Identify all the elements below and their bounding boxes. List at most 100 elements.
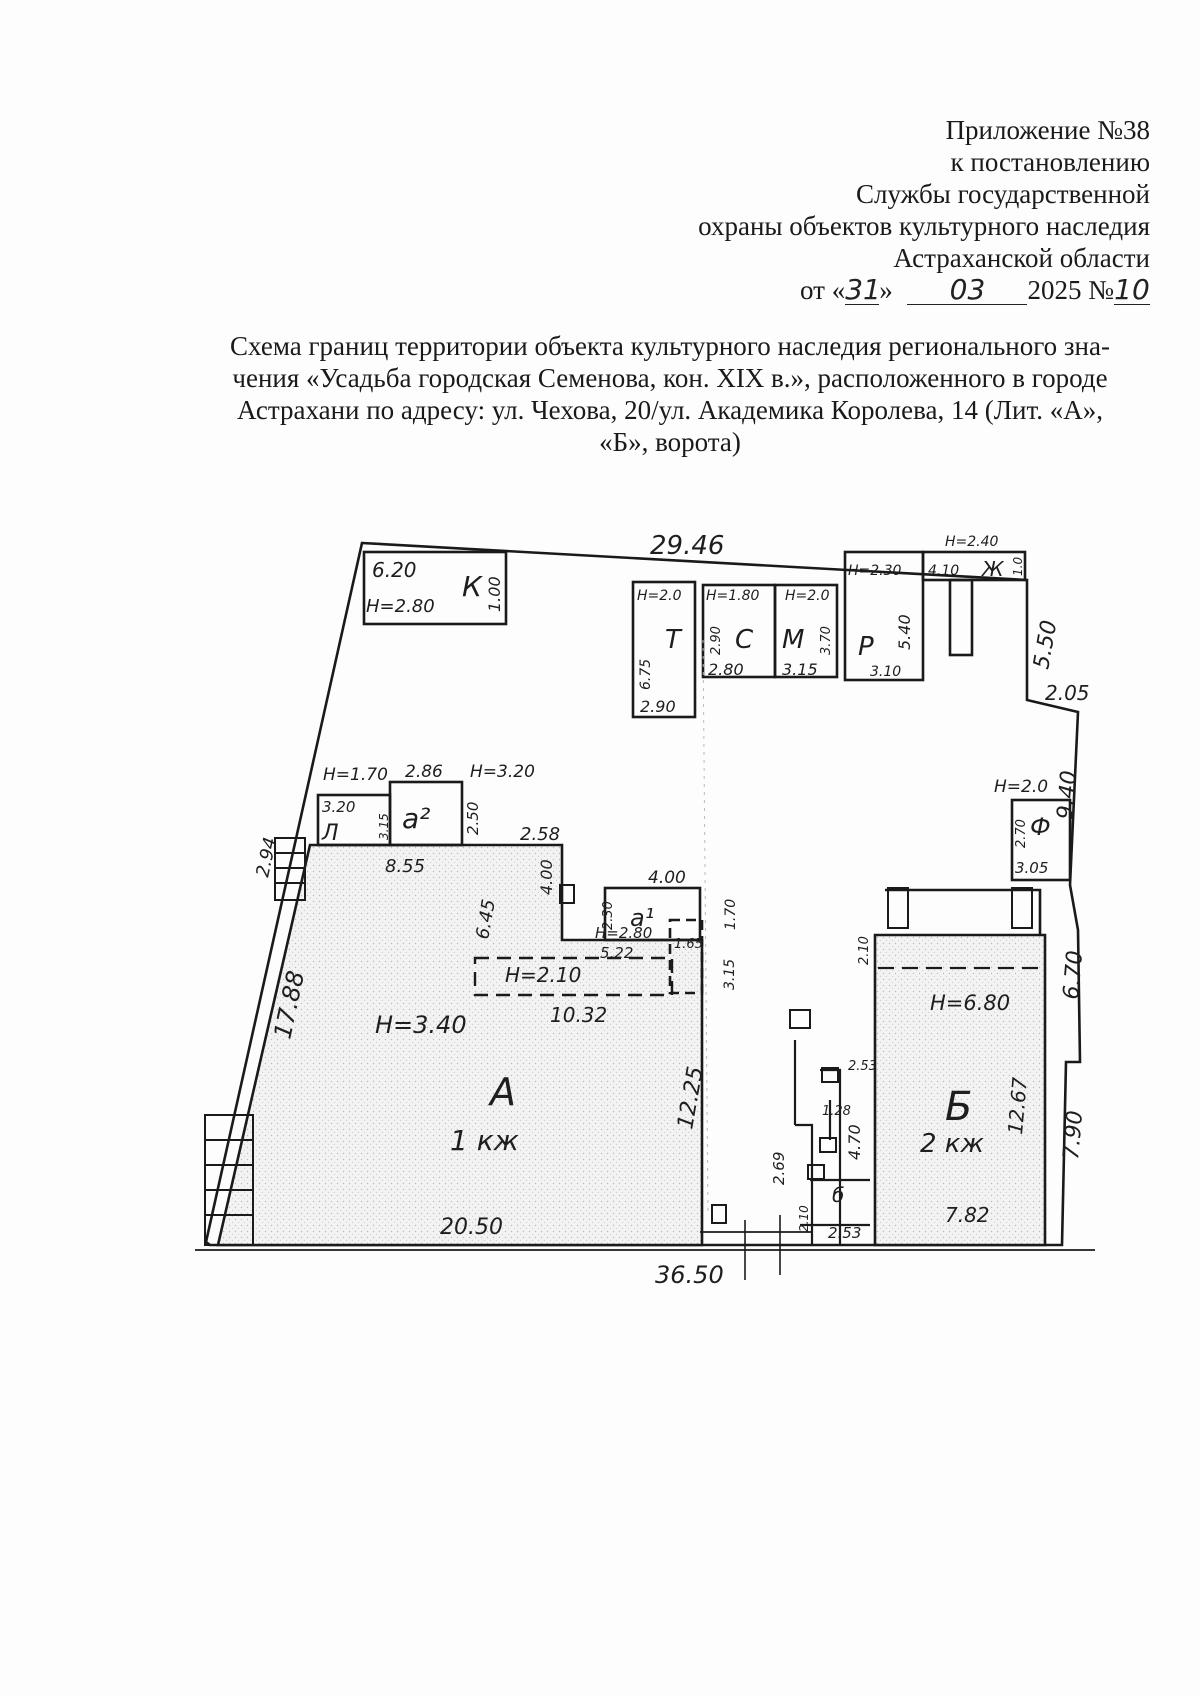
room-r-letter: Р [858, 632, 874, 662]
room-t-height: Н=2.0 [637, 588, 682, 604]
building-a-n5: 10.32 [550, 1003, 607, 1027]
dim-right-3: 9.40 [1053, 770, 1082, 821]
b-pillar-left [887, 887, 909, 929]
room-m-letter: М [782, 625, 804, 655]
room-k-height: Н=2.80 [366, 596, 435, 617]
room-m-height: Н=2.0 [785, 588, 830, 604]
room-zh-letter: Ж [980, 557, 1005, 581]
gate-letter: б [832, 1183, 844, 1207]
room-k [362, 550, 508, 626]
room-a1 [603, 886, 702, 942]
room-a1-d1: 2.30 [601, 901, 616, 930]
room-zh-width: 4.10 [928, 563, 959, 579]
stairs-yard [711, 1204, 727, 1224]
gate-structure [793, 1040, 870, 1245]
room-f-height: Н=2.0 [994, 777, 1048, 797]
appendix-line-1: Приложение №38 [945, 115, 1150, 145]
dim-right-2: 2.05 [1045, 681, 1090, 705]
room-r-height: Н=2.30 [848, 563, 902, 579]
date-close: » [879, 275, 893, 305]
dim-top: 29.46 [650, 531, 724, 561]
stairs-left-bottom [204, 1114, 254, 1246]
date-year: 2025 № [1027, 275, 1114, 305]
building-a-n4: 5.22 [600, 944, 633, 962]
room-a1-d2: 1.70 [723, 899, 739, 930]
room-a1-height: Н=2.80 [595, 924, 652, 942]
building-b-letter: Б [945, 1084, 972, 1130]
gate-post-2 [821, 1067, 839, 1083]
gate-d3: 1.28 [822, 1104, 851, 1119]
building-b-top [885, 888, 1042, 935]
dim-right-5: 7.90 [1059, 1110, 1088, 1161]
room-a1-d4: 3.15 [722, 959, 738, 990]
room-f-width: 3.05 [1015, 859, 1048, 877]
date-prefix: от « [800, 275, 846, 305]
gate-post-3 [819, 1137, 837, 1153]
room-f-letter: Ф [1030, 813, 1051, 841]
appendix-line-3: Службы государственной [856, 179, 1150, 209]
room-l-depth: 3.15 [377, 813, 391, 840]
building-b-outline [873, 933, 1047, 1247]
building-b-n1: 2.10 [857, 936, 872, 965]
building-b-floors: 2 кж [920, 1129, 985, 1159]
room-a1-ext [668, 918, 704, 995]
appendix-header: Приложение №38 к постановлению Службы го… [698, 114, 1150, 306]
dim-right-4: 6.70 [1059, 950, 1088, 1001]
gate-d1: 2.53 [848, 1059, 877, 1074]
date-day: 31 [845, 273, 881, 306]
room-p [948, 578, 974, 657]
room-l-letter: Л [321, 821, 339, 846]
room-f [1010, 798, 1072, 882]
appendix-line-2: к постановлению [950, 147, 1150, 177]
appendix-line-4: охраны объектов культурного наследия [698, 211, 1150, 241]
room-s-width: 2.80 [708, 660, 744, 679]
gate-post-4 [807, 1164, 825, 1180]
room-m-width: 3.15 [782, 660, 818, 679]
room-f-depth: 2.70 [1014, 819, 1029, 848]
gate-d4: 4.70 [845, 1124, 864, 1160]
room-t-depth: 6.75 [638, 659, 654, 690]
building-a-annex [473, 956, 674, 997]
room-a2 [388, 780, 464, 847]
building-a-letter: А [487, 1070, 516, 1114]
document-number: 10 [1114, 273, 1150, 306]
building-a-n1: 2.58 [520, 824, 560, 845]
room-l-height: Н=1.70 [323, 765, 388, 785]
room-zh-height: Н=2.40 [945, 534, 999, 550]
appendix-line-5: Астраханской области [893, 243, 1150, 273]
room-l-width: 3.20 [322, 798, 355, 816]
building-b-width: 7.82 [945, 1203, 990, 1227]
room-a2-height: Н=3.20 [470, 762, 535, 782]
building-a-h2: Н=2.10 [505, 963, 581, 987]
stairs-a-small [559, 884, 575, 904]
stairs-left-top [274, 837, 306, 901]
room-k-letter: К [462, 570, 483, 603]
dim-left-small: 2.94 [252, 835, 281, 879]
building-a-floors: 1 кж [450, 1124, 519, 1157]
room-zh-depth: 1.0 [1011, 557, 1025, 576]
room-a2-depth: 2.50 [464, 802, 482, 835]
gate-d6: 2.10 [797, 1205, 811, 1232]
room-r-width: 3.10 [870, 664, 901, 680]
room-a1-width: 4.00 [648, 868, 686, 888]
title-line-1: Схема границ территории объекта культурн… [230, 331, 1110, 361]
room-a1-d3: 1.65 [674, 937, 703, 952]
dim-bottom: 36.50 [655, 1261, 724, 1289]
building-b-height: Н=6.80 [930, 991, 1010, 1015]
room-m [773, 583, 839, 679]
room-a1-letter: а¹ [630, 904, 654, 932]
gate-post-1 [789, 1009, 811, 1029]
gate-d5: 2.69 [770, 1152, 788, 1185]
room-a2-width: 2.86 [405, 762, 443, 782]
room-t [631, 580, 697, 719]
room-m-depth: 3.70 [819, 626, 834, 655]
b-pillar-right [1011, 887, 1033, 929]
building-a-width: 20.50 [440, 1215, 503, 1240]
title-line-2: чения «Усадьба городская Семенова, кон. … [232, 363, 1108, 393]
room-zh [921, 550, 1027, 582]
room-t-width: 2.90 [640, 697, 676, 716]
room-s-depth: 2.90 [709, 626, 724, 655]
building-b-depth: 12.67 [1003, 1076, 1032, 1135]
